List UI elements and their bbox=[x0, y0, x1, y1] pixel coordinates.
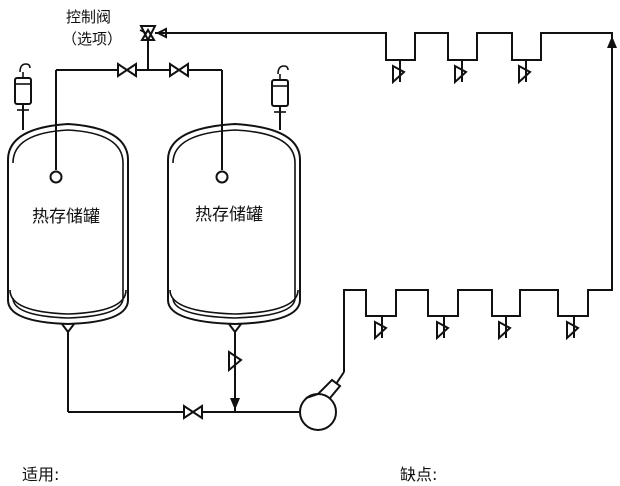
arrow-icon bbox=[607, 36, 617, 48]
arrow-icon bbox=[230, 398, 240, 410]
upper-manifold bbox=[168, 32, 613, 282]
valve-icon bbox=[169, 62, 189, 78]
steam-trap-icon bbox=[228, 350, 243, 376]
optional-label: （选项） bbox=[62, 30, 122, 48]
steam-trap-icon bbox=[566, 316, 580, 341]
steam-trap-icon bbox=[454, 60, 468, 85]
disadvantage-label: 缺点: bbox=[400, 465, 437, 484]
steam-trap-icon bbox=[436, 316, 450, 341]
pressure-gauge-icon bbox=[271, 65, 289, 130]
float-icon bbox=[215, 170, 229, 184]
applicable-label: 适用: bbox=[22, 465, 59, 484]
steam-trap-icon bbox=[498, 316, 512, 341]
lower-manifold bbox=[343, 282, 613, 372]
steam-trap-icon bbox=[518, 60, 532, 85]
steam-trap-icon bbox=[374, 316, 388, 341]
valve-icon bbox=[183, 404, 203, 420]
pressure-gauge-icon bbox=[14, 63, 32, 130]
steam-trap-icon bbox=[392, 60, 406, 85]
pump-icon bbox=[299, 371, 345, 431]
three-way-valve-icon bbox=[139, 25, 168, 43]
tank-left-label: 热存储罐 bbox=[32, 207, 100, 227]
hot-storage-tank-left: 热存储罐 bbox=[7, 70, 129, 334]
valve-icon bbox=[117, 62, 137, 78]
bottom-pipe bbox=[67, 332, 300, 413]
top-header-pipe bbox=[56, 40, 222, 71]
arrow-icon bbox=[155, 27, 167, 39]
hot-storage-tank-right: 热存储罐 bbox=[167, 70, 301, 334]
float-icon bbox=[49, 170, 63, 184]
tank-right-label: 热存储罐 bbox=[195, 205, 263, 225]
control-valve-label: 控制阀 bbox=[66, 8, 111, 26]
